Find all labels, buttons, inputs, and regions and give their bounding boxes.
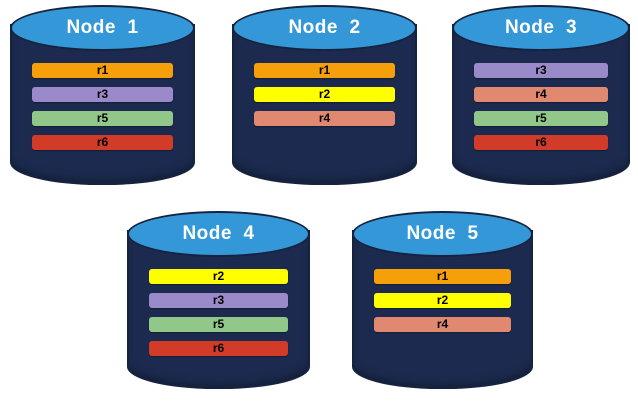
replica-stack: r3 r4 r5 r6 xyxy=(452,63,630,150)
replica-bar-r5[interactable]: r5 xyxy=(149,317,288,332)
replica-bar-r6[interactable]: r6 xyxy=(149,341,288,356)
cylinder-top-ellipse xyxy=(452,5,630,51)
replica-bar-r2[interactable]: r2 xyxy=(254,87,395,102)
node-title-label: Node 2 xyxy=(288,17,361,38)
node-cylinder-1[interactable]: Node 1 r1 r3 r5 r6 xyxy=(10,5,195,185)
cylinder-body xyxy=(452,24,630,185)
replica-stack: r1 r2 r4 xyxy=(352,269,533,332)
replica-bar-r1[interactable]: r1 xyxy=(254,63,395,78)
replica-stack: r1 r2 r4 xyxy=(232,63,417,126)
replica-bar-r2[interactable]: r2 xyxy=(374,293,511,308)
replica-bar-r4[interactable]: r4 xyxy=(254,111,395,126)
replica-bar-r2[interactable]: r2 xyxy=(149,269,288,284)
node-title-label: Node 1 xyxy=(66,17,139,38)
replica-bar-r3[interactable]: r3 xyxy=(474,63,608,78)
replica-stack: r2 r3 r5 r6 xyxy=(127,269,310,356)
cylinder-top-ellipse xyxy=(10,5,195,51)
replica-bar-r3[interactable]: r3 xyxy=(149,293,288,308)
replica-bar-r1[interactable]: r1 xyxy=(32,63,173,78)
replica-bar-r5[interactable]: r5 xyxy=(474,111,608,126)
node-title-label: Node 4 xyxy=(182,223,255,244)
replica-bar-r6[interactable]: r6 xyxy=(474,135,608,150)
node-cylinder-3[interactable]: Node 3 r3 r4 r5 r6 xyxy=(452,5,630,185)
replica-bar-r6[interactable]: r6 xyxy=(32,135,173,150)
replica-bar-r3[interactable]: r3 xyxy=(32,87,173,102)
replica-bar-r4[interactable]: r4 xyxy=(474,87,608,102)
cylinder-top-ellipse xyxy=(352,211,533,257)
node-cylinder-5[interactable]: Node 5 r1 r2 r4 xyxy=(352,211,533,389)
node-cylinder-2[interactable]: Node 2 r1 r2 r4 xyxy=(232,5,417,185)
replica-bar-r4[interactable]: r4 xyxy=(374,317,511,332)
node-title-label: Node 5 xyxy=(406,223,479,244)
cylinder-top-ellipse xyxy=(232,5,417,51)
cylinder-top-ellipse xyxy=(127,211,310,257)
node-cylinder-4[interactable]: Node 4 r2 r3 r5 r6 xyxy=(127,211,310,389)
replica-bar-r5[interactable]: r5 xyxy=(32,111,173,126)
replica-bar-r1[interactable]: r1 xyxy=(374,269,511,284)
replica-stack: r1 r3 r5 r6 xyxy=(10,63,195,150)
node-title-label: Node 3 xyxy=(504,17,578,38)
